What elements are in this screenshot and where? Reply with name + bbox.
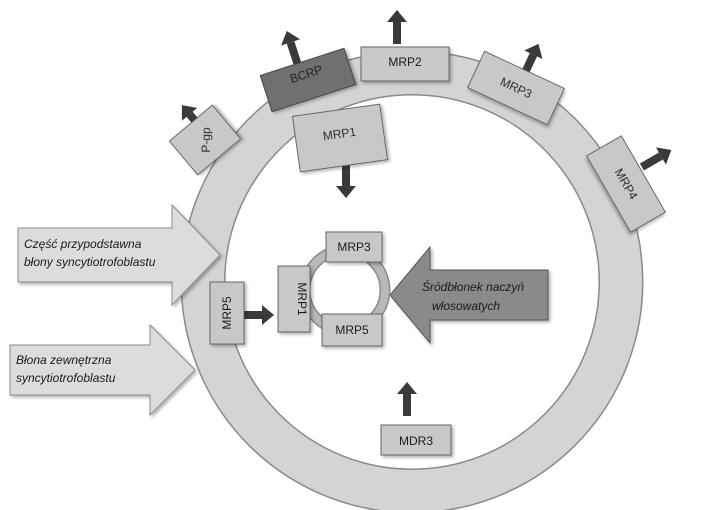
mrp3-inner-label: MRP3: [337, 240, 371, 254]
basal-label-1: Część przypodstawna: [24, 237, 142, 251]
endo-label-2: włosowatych: [432, 299, 500, 313]
transporter-mdr3: MDR3: [380, 424, 452, 456]
mrp1-inner-label: MRP1: [295, 282, 309, 316]
mrp5-ring-label: MRP5: [220, 296, 234, 330]
mrp2-label: MRP2: [388, 55, 422, 69]
transporter-bcrp: BCRP: [259, 47, 357, 113]
transporter-mrp4: MRP4: [585, 135, 667, 233]
basal-membrane-callout: Część przypodstawna błony syncytiotrofob…: [17, 203, 221, 307]
pgp-label: P-gp: [199, 127, 213, 153]
transporter-mrp2: MRP2: [360, 46, 450, 82]
mrp5-inner-label: MRP5: [335, 323, 369, 337]
mdr3-label: MDR3: [399, 434, 433, 448]
transporter-pgp: P-gp: [168, 104, 242, 176]
transporter-mrp1-outer: MRP1: [291, 103, 389, 173]
endothelium-callout: Śródbłonek naczyń włosowatych: [389, 245, 549, 345]
outer-membrane-callout: Błona zewnętrzna syncytiotrofoblastu: [9, 323, 196, 417]
outer-label-2: syncytiotrofoblastu: [16, 371, 116, 385]
efflux-arrows: [181, 10, 672, 416]
transporter-mrp5-ring: MRP5: [209, 281, 245, 345]
basal-label-2: błony syncytiotrofoblastu: [24, 255, 156, 269]
transporter-mrp1-inner: MRP1: [277, 265, 311, 333]
transporter-mrp5-inner: MRP5: [321, 313, 383, 347]
transporter-mrp3-inner: MRP3: [325, 231, 383, 263]
transporter-mrp3-outer: MRP3: [467, 50, 565, 126]
mrp1-outer-label: MRP1: [322, 125, 357, 144]
endo-label-1: Śródbłonek naczyń: [422, 279, 524, 294]
outer-label-1: Błona zewnętrzna: [16, 353, 112, 367]
